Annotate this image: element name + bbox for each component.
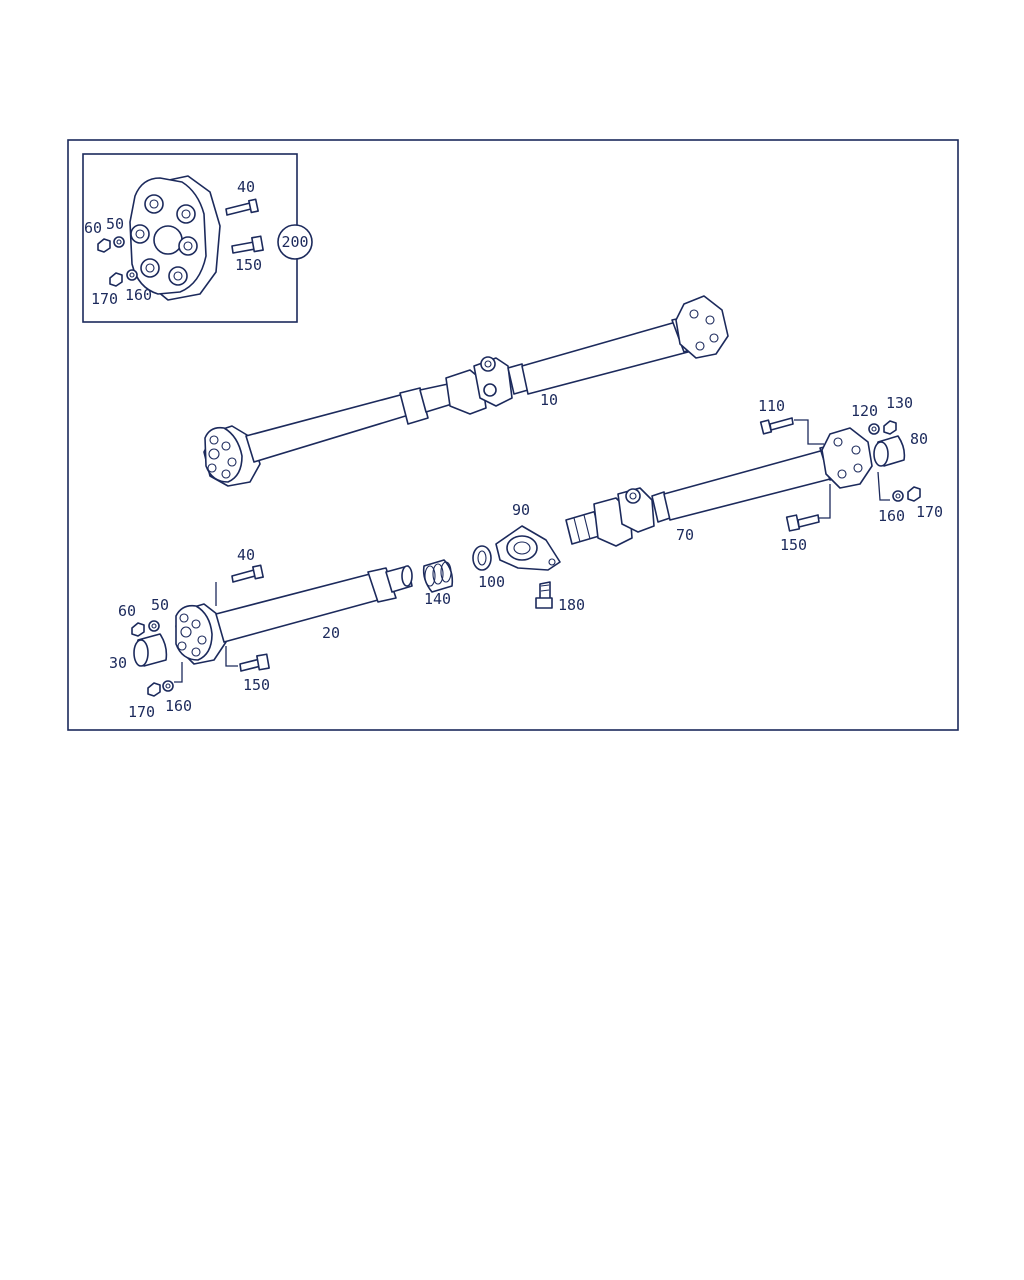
callout-200: 200 xyxy=(277,224,313,260)
label-130-rear: 130 xyxy=(886,394,913,412)
inset-bolt-150 xyxy=(231,235,264,254)
inset-label-50: 50 xyxy=(106,215,124,233)
inset-panel: 40 60 50 150 170 160 xyxy=(82,153,298,323)
label-10: 10 xyxy=(540,391,558,409)
label-70: 70 xyxy=(676,526,694,544)
label-100: 100 xyxy=(478,573,505,591)
intermediate-propeller-shaft: 20 30 40 60 50 150 170 160 xyxy=(109,546,413,721)
label-170-rear: 170 xyxy=(916,503,943,521)
front-propeller-shaft: 10 xyxy=(203,295,729,487)
label-180: 180 xyxy=(558,596,585,614)
label-120-rear: 120 xyxy=(851,402,878,420)
inset-bolt-40 xyxy=(225,198,259,216)
label-20: 20 xyxy=(322,624,340,642)
center-bearing-parts: 140 100 90 180 xyxy=(422,501,585,614)
callout-200-label: 200 xyxy=(281,233,308,251)
inset-nut-170 xyxy=(109,272,123,287)
label-140: 140 xyxy=(424,590,451,608)
label-80-rear: 80 xyxy=(910,430,928,448)
inset-label-40: 40 xyxy=(237,178,255,196)
label-40-lower: 40 xyxy=(237,546,255,564)
label-90: 90 xyxy=(512,501,530,519)
label-110-rear: 110 xyxy=(758,397,785,415)
inset-label-60: 60 xyxy=(84,219,102,237)
inset-label-160: 160 xyxy=(125,286,152,304)
inset-label-150: 150 xyxy=(235,256,262,274)
label-150-lower: 150 xyxy=(243,676,270,694)
inset-label-170: 170 xyxy=(91,290,118,308)
flex-disc-drawing xyxy=(129,175,221,301)
label-160-lower: 160 xyxy=(165,697,192,715)
inset-washer-50 xyxy=(113,236,125,248)
rear-propeller-shaft: 70 110 120 130 80 150 160 170 xyxy=(565,394,943,554)
label-160-rear: 160 xyxy=(878,507,905,525)
label-150-rear: 150 xyxy=(780,536,807,554)
inset-nut-60 xyxy=(97,238,111,253)
label-30: 30 xyxy=(109,654,127,672)
label-50-lower: 50 xyxy=(151,596,169,614)
inset-washer-160 xyxy=(126,269,138,281)
diagram-frame xyxy=(67,139,959,731)
label-170-lower: 170 xyxy=(128,703,155,721)
label-60-lower: 60 xyxy=(118,602,136,620)
